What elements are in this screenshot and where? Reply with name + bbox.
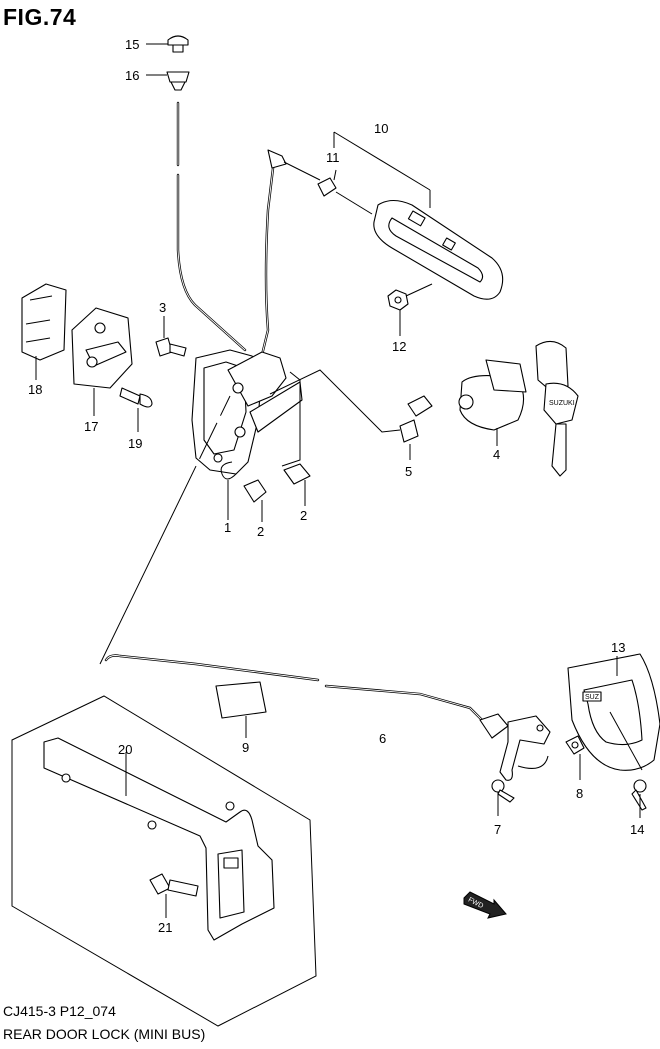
callout-20: 20 [118,742,132,757]
key-cylinder-4 [458,359,527,446]
screw-14 [631,779,647,818]
svg-text:SUZUKI: SUZUKI [549,400,575,407]
rod-clip-2b [283,463,311,506]
callout-16: 16 [125,68,139,83]
callout-2b: 2 [300,508,307,523]
callout-5: 5 [405,464,412,479]
lock-knob-rod [176,101,247,352]
screw-19 [119,387,153,432]
latch-bracket-20 [43,737,275,941]
callout-17: 17 [84,419,98,434]
parts-box [11,695,317,1027]
svg-text:SUZ: SUZ [585,694,600,701]
screw-7 [491,779,515,816]
clip-8 [565,735,585,780]
callout-8: 8 [576,786,583,801]
inside-handle-lever [479,713,551,781]
callout-4: 4 [493,447,500,462]
door-lock-assembly-1 [191,349,303,520]
callout-15: 15 [125,37,139,52]
figure-caption: REAR DOOR LOCK (MINI BUS) [3,1026,206,1042]
handle-bezel-13: SUZ [567,653,660,771]
striker-shim-18 [21,283,67,380]
callout-10: 10 [374,121,388,136]
figure-code: CJ415-3 P12_074 [3,1003,116,1019]
striker-17 [71,307,133,416]
callout-12: 12 [392,339,406,354]
callout-19: 19 [128,436,142,451]
callout-21: 21 [158,920,172,935]
rod-clip-11 [317,169,373,215]
outside-handle-10 [333,131,504,300]
rod-clip-2a [243,479,267,522]
inside-handle-rod-6 [104,654,488,726]
callout-7: 7 [494,822,501,837]
figure-title: FIG.74 [3,4,77,30]
push-clip-15 [167,35,189,53]
callout-1: 1 [224,520,231,535]
callout-2a: 2 [257,524,264,539]
callout-14: 14 [630,822,644,837]
keys-4: SUZUKI [535,340,579,477]
cylinder-clip-5 [399,395,433,460]
callout-11: 11 [326,150,340,165]
nut-12 [387,283,433,336]
bolt-3 [155,316,187,357]
callout-6: 6 [379,731,386,746]
bolt-21 [149,873,199,918]
callout-13: 13 [611,640,625,655]
callout-18: 18 [28,382,42,397]
callout-3: 3 [159,300,166,315]
fwd-direction-arrow: FWD [463,891,507,919]
outside-handle-rod [260,149,321,357]
grommet-16 [166,71,190,91]
callout-9: 9 [242,740,249,755]
tape-9 [215,681,267,738]
